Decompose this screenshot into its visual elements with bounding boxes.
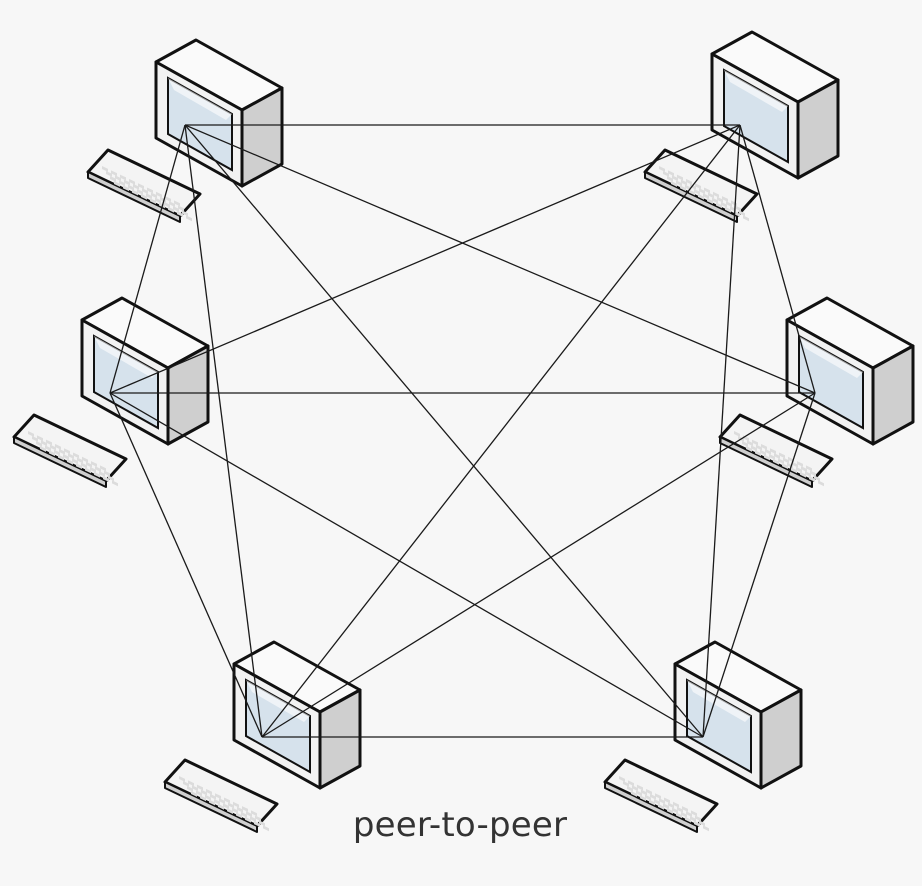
link-top-right-bottom-left: [261, 124, 741, 738]
keyboard-icon: [643, 148, 759, 223]
peer-computers: [12, 30, 915, 833]
link-top-right-middle-right: [739, 124, 816, 394]
monitor-screen: [798, 334, 864, 430]
keyboard-icon: [718, 413, 834, 488]
computer-top-right: [643, 30, 840, 223]
keyboard-icon: [603, 758, 719, 833]
link-top-right-bottom-right: [702, 124, 741, 738]
monitor-screen: [93, 334, 159, 430]
keyboard-icon: [163, 758, 279, 833]
link-top-right-middle-left: [109, 124, 741, 394]
computer-middle-right: [718, 296, 915, 488]
link-top-left-bottom-right: [184, 124, 704, 738]
link-top-left-bottom-left: [184, 124, 263, 738]
computer-bottom-right: [603, 640, 803, 833]
link-middle-left-bottom-left: [109, 392, 263, 738]
link-middle-left-bottom-right: [109, 392, 704, 738]
computer-top-left: [86, 38, 284, 223]
computer-icon: [80, 296, 210, 446]
keyboard-icon: [86, 148, 202, 223]
computer-middle-left: [12, 296, 210, 488]
monitor-screen: [723, 68, 789, 164]
monitor-screen: [167, 76, 233, 172]
link-top-left-middle-left: [109, 124, 186, 394]
computer-icon: [154, 38, 284, 188]
keyboard-icon: [12, 413, 128, 488]
computer-bottom-left: [163, 640, 362, 833]
link-top-left-middle-right: [184, 124, 816, 394]
peer-links: [109, 124, 816, 738]
diagram-caption: peer-to-peer: [352, 805, 568, 845]
link-middle-right-bottom-right: [702, 392, 816, 738]
computer-icon: [673, 640, 803, 790]
computer-icon: [785, 296, 915, 446]
link-middle-right-bottom-left: [261, 392, 816, 738]
computer-icon: [710, 30, 840, 180]
computer-icon: [232, 640, 362, 790]
